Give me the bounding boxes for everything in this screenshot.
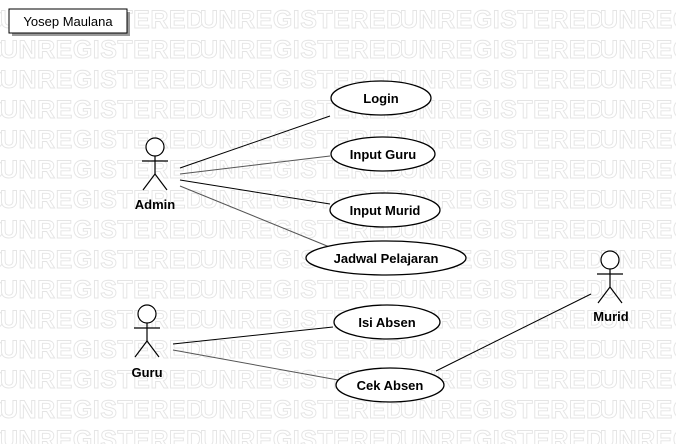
watermark-text: UNREGISTERED xyxy=(400,396,605,424)
watermark-text: UNREGISTERED xyxy=(0,426,5,444)
watermark-text: UNREGISTERED xyxy=(0,336,5,364)
association-guru-cek-absen[interactable] xyxy=(172,349,339,381)
watermark-text: UNREGISTERED xyxy=(0,366,5,394)
watermark: UNREGISTEREDUNREGISTEREDUNREGISTEREDUNRE… xyxy=(0,6,676,444)
watermark-text: UNREGISTERED xyxy=(0,6,5,34)
actor-murid-label: Murid xyxy=(593,309,628,324)
watermark-text: UNREGISTERED xyxy=(0,66,5,94)
actor-guru[interactable]: Guru xyxy=(131,304,163,380)
watermark-text: UNREGISTERED xyxy=(0,306,205,334)
stick-figure-icon xyxy=(134,304,160,358)
stick-figure-icon xyxy=(142,137,168,191)
use-case-login-label: Login xyxy=(363,91,398,106)
watermark-text: UNREGISTERED xyxy=(0,276,205,304)
watermark-text: UNREGISTERED xyxy=(0,366,205,394)
watermark-text: UNREGISTERED xyxy=(400,6,605,34)
use-case-isi-absen[interactable]: Isi Absen xyxy=(333,304,441,340)
use-case-cek-absen[interactable]: Cek Absen xyxy=(335,367,445,403)
watermark-text: UNREGISTERED xyxy=(0,96,5,124)
use-case-jadwal-pelajaran[interactable]: Jadwal Pelajaran xyxy=(305,240,467,276)
watermark-text: UNREGISTERED xyxy=(600,186,676,214)
watermark-text: UNREGISTERED xyxy=(600,126,676,154)
watermark-text: UNREGISTERED xyxy=(0,246,5,274)
watermark-text: UNREGISTERED xyxy=(600,156,676,184)
watermark-text: UNREGISTERED xyxy=(0,96,205,124)
watermark-text: UNREGISTERED xyxy=(0,156,205,184)
watermark-text: UNREGISTERED xyxy=(400,66,605,94)
watermark-text: UNREGISTERED xyxy=(200,36,405,64)
watermark-text: UNREGISTERED xyxy=(0,396,5,424)
watermark-text: UNREGISTERED xyxy=(0,156,5,184)
watermark-text: UNREGISTERED xyxy=(600,306,676,334)
diagram-title-box[interactable]: Yosep Maulana xyxy=(8,8,130,36)
watermark-text: UNREGISTERED xyxy=(400,96,605,124)
watermark-text: UNREGISTERED xyxy=(400,36,605,64)
watermark-text: UNREGISTERED xyxy=(600,396,676,424)
actor-admin[interactable]: Admin xyxy=(135,137,176,212)
associations xyxy=(172,115,592,381)
use-case-cek-absen-label: Cek Absen xyxy=(357,378,424,393)
association-admin-input-murid[interactable] xyxy=(179,179,331,205)
watermark-text: UNREGISTERED xyxy=(0,186,205,214)
association-admin-login[interactable] xyxy=(179,115,331,169)
watermark-text: UNREGISTERED xyxy=(600,246,676,274)
watermark-text: UNREGISTERED xyxy=(0,216,5,244)
use-case-isi-absen-label: Isi Absen xyxy=(358,315,415,330)
watermark-text: UNREGISTERED xyxy=(0,246,205,274)
use-case-input-murid[interactable]: Input Murid xyxy=(329,192,441,228)
watermark-text: UNREGISTERED xyxy=(0,216,205,244)
watermark-text: UNREGISTERED xyxy=(0,36,5,64)
watermark-text: UNREGISTERED xyxy=(0,336,205,364)
watermark-text: UNREGISTERED xyxy=(0,36,205,64)
watermark-text: UNREGISTERED xyxy=(400,426,605,444)
watermark-text: UNREGISTERED xyxy=(200,6,405,34)
association-admin-input-guru[interactable] xyxy=(179,155,331,175)
use-case-jadwal-pelajaran-label: Jadwal Pelajaran xyxy=(334,251,439,266)
watermark-text: UNREGISTERED xyxy=(0,396,205,424)
watermark-text: UNREGISTERED xyxy=(400,336,605,364)
watermark-text: UNREGISTERED xyxy=(0,126,5,154)
actor-admin-label: Admin xyxy=(135,197,176,212)
actor-murid[interactable]: Murid xyxy=(593,250,629,324)
watermark-text: UNREGISTERED xyxy=(600,36,676,64)
use-case-input-guru-label: Input Guru xyxy=(350,147,416,162)
watermark-text: UNREGISTERED xyxy=(600,216,676,244)
watermark-text: UNREGISTERED xyxy=(600,366,676,394)
association-murid-cek-absen[interactable] xyxy=(435,293,592,372)
watermark-text: UNREGISTERED xyxy=(200,276,405,304)
watermark-text: UNREGISTERED xyxy=(200,216,405,244)
watermark-text: UNREGISTERED xyxy=(600,96,676,124)
association-guru-isi-absen[interactable] xyxy=(172,326,334,345)
watermark-text: UNREGISTERED xyxy=(200,336,405,364)
watermark-text: UNREGISTERED xyxy=(600,66,676,94)
actor-guru-label: Guru xyxy=(131,365,162,380)
association-admin-jadwal[interactable] xyxy=(179,185,333,249)
watermark-text: UNREGISTERED xyxy=(600,426,676,444)
watermark-text: UNREGISTERED xyxy=(400,216,605,244)
watermark-text: UNREGISTERED xyxy=(0,426,205,444)
use-case-input-murid-label: Input Murid xyxy=(350,203,421,218)
use-case-login[interactable]: Login xyxy=(330,80,432,116)
watermark-text: UNREGISTERED xyxy=(0,306,5,334)
stick-figure-icon xyxy=(597,250,623,304)
watermark-text: UNREGISTERED xyxy=(0,276,5,304)
watermark-text: UNREGISTERED xyxy=(400,276,605,304)
use-case-input-guru[interactable]: Input Guru xyxy=(330,136,436,172)
watermark-text: UNREGISTERED xyxy=(200,426,405,444)
watermark-text: UNREGISTERED xyxy=(0,126,205,154)
watermark-text: UNREGISTERED xyxy=(600,276,676,304)
watermark-text: UNREGISTERED xyxy=(600,6,676,34)
watermark-text: UNREGISTERED xyxy=(0,66,205,94)
watermark-text: UNREGISTERED xyxy=(400,156,605,184)
watermark-text: UNREGISTERED xyxy=(0,186,5,214)
diagram-title: Yosep Maulana xyxy=(23,14,113,29)
watermark-text: UNREGISTERED xyxy=(600,336,676,364)
